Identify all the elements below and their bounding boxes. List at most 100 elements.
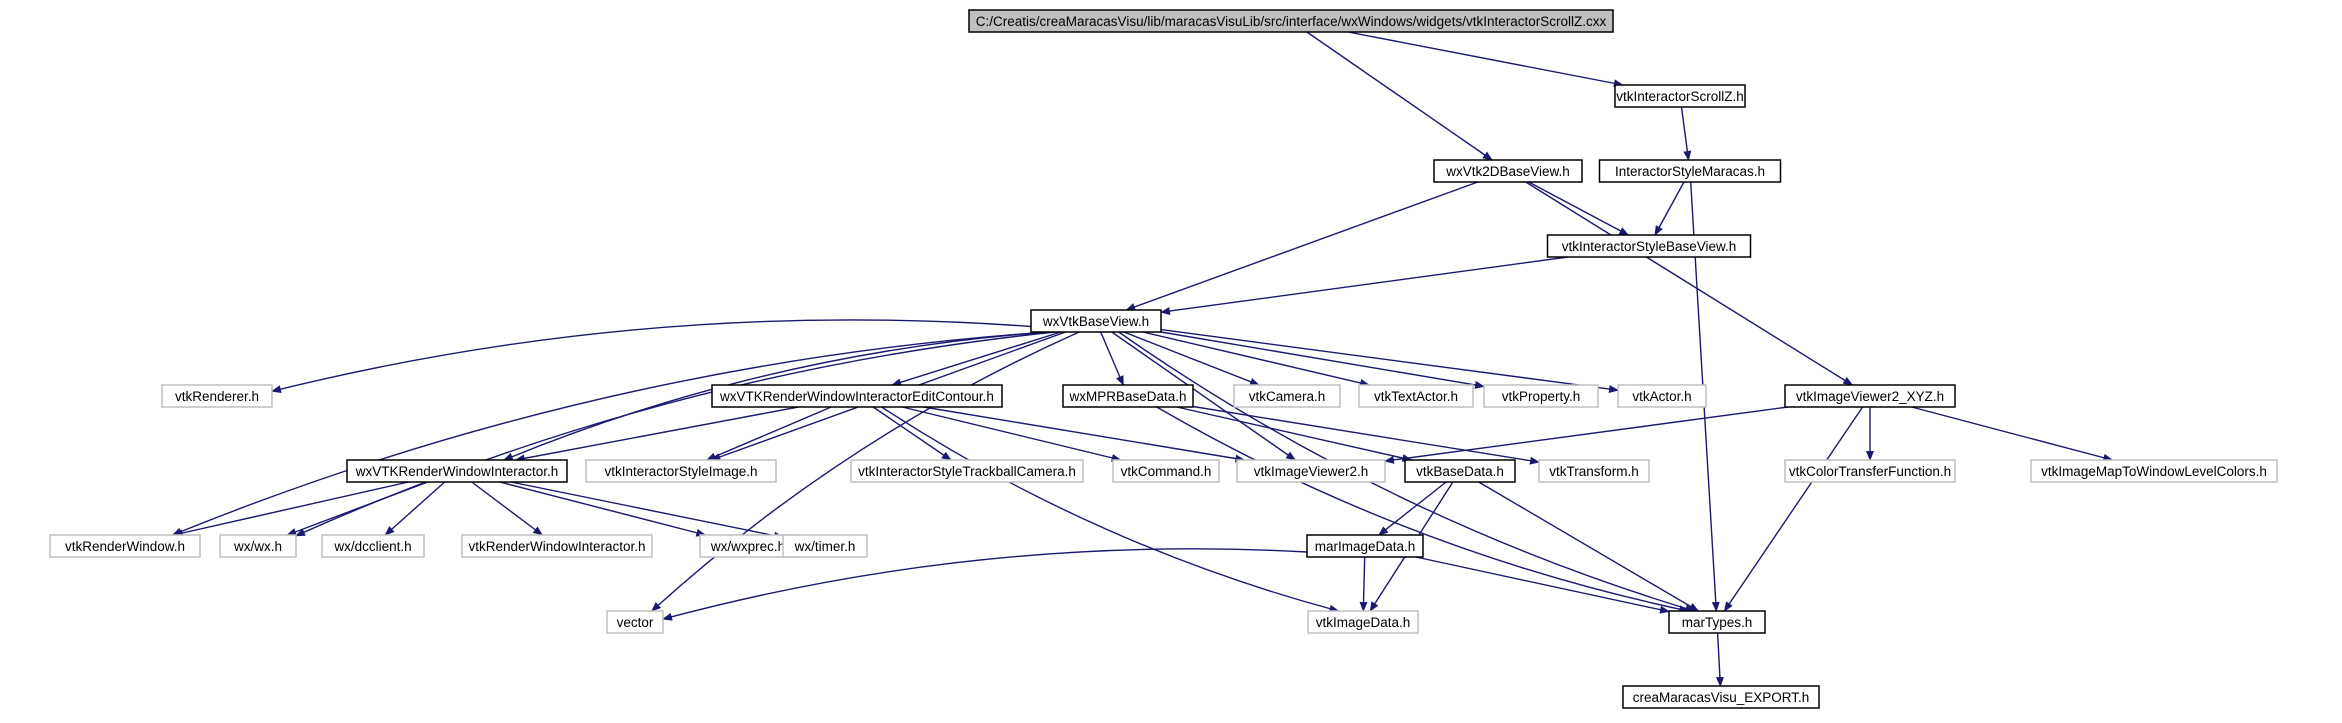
edge-mprbase-to-martypes: [1156, 406, 1690, 614]
node-label-wxvtk2d: wxVtk2DBaseView.h: [1445, 164, 1570, 179]
node-box-trackball: [850, 459, 1084, 483]
edge-root-to-wxvtk2d: [1306, 31, 1493, 161]
edge-isbase-to-wxvtkbase: [1160, 256, 1568, 315]
node-isimage[interactable]: vtkInteractorStyleImage.h: [585, 459, 777, 483]
node-box-isbase: [1546, 234, 1752, 258]
edge-rwinteractor-to-rwi: [471, 481, 544, 536]
edge-wxvtkbase-to-rwinteractor: [502, 331, 1050, 461]
node-rwi[interactable]: vtkRenderWindowInteractor.h: [461, 534, 653, 558]
node-export[interactable]: creaMaracasVisu_EXPORT.h: [1622, 685, 1820, 709]
node-box-mprbase: [1062, 384, 1194, 408]
node-label-wxprec: wx/wxprec.h: [710, 539, 785, 554]
node-label-command: vtkCommand.h: [1121, 464, 1212, 479]
edge-rwinteractor-to-wxprec: [499, 481, 707, 537]
node-scrollz[interactable]: vtkInteractorScrollZ.h: [1614, 84, 1746, 108]
node-rwinteractor[interactable]: wxVTKRenderWindowInteractor.h: [346, 459, 568, 483]
node-label-rwi: vtkRenderWindowInteractor.h: [468, 539, 645, 554]
node-basedata[interactable]: vtkBaseData.h: [1404, 459, 1516, 483]
node-wxvtk2d[interactable]: wxVtk2DBaseView.h: [1433, 159, 1583, 183]
node-command[interactable]: vtkCommand.h: [1112, 459, 1220, 483]
nodes-layer: C:/Creatis/creaMaracasVisu/lib/maracasVi…: [49, 9, 2278, 709]
node-box-wxvtk2d: [1433, 159, 1583, 183]
node-label-renderwindow: vtkRenderWindow.h: [65, 539, 185, 554]
node-label-actor: vtkActor.h: [1632, 389, 1691, 404]
node-label-isbase: vtkInteractorStyleBaseView.h: [1562, 239, 1737, 254]
node-box-command: [1112, 459, 1220, 483]
node-label-transform: vtkTransform.h: [1549, 464, 1639, 479]
node-label-colortf: vtkColorTransferFunction.h: [1789, 464, 1951, 479]
node-colortf[interactable]: vtkColorTransferFunction.h: [1784, 459, 1956, 483]
node-box-editcontour: [711, 384, 1003, 408]
edge-editcontour-to-viewer2: [923, 406, 1246, 463]
node-box-wxvtkbase: [1030, 309, 1162, 333]
node-box-property: [1483, 384, 1599, 408]
node-label-timer: wx/timer.h: [794, 539, 856, 554]
edge-wxvtkbase-to-vector: [651, 331, 1080, 612]
node-mprbase[interactable]: wxMPRBaseData.h: [1062, 384, 1194, 408]
node-label-trackball: vtkInteractorStyleTrackballCamera.h: [858, 464, 1076, 479]
node-box-isimage: [585, 459, 777, 483]
node-viewer2[interactable]: vtkImageViewer2.h: [1236, 459, 1386, 483]
node-box-renderwindow: [49, 534, 201, 558]
edge-wxvtk2d-to-isbase: [1528, 181, 1630, 236]
node-label-vector: vector: [617, 615, 654, 630]
edge-wxvtkbase-to-viewer2: [1111, 331, 1297, 461]
node-label-scrollz: vtkInteractorScrollZ.h: [1616, 89, 1744, 104]
node-isbase[interactable]: vtkInteractorStyleBaseView.h: [1546, 234, 1752, 258]
node-ismaracas[interactable]: InteractorStyleMaracas.h: [1598, 159, 1782, 183]
node-label-editcontour: wxVTKRenderWindowInteractorEditContour.h: [719, 389, 994, 404]
node-box-timer: [782, 534, 868, 558]
node-editcontour[interactable]: wxVTKRenderWindowInteractorEditContour.h: [711, 384, 1003, 408]
node-wxvtkbase[interactable]: wxVtkBaseView.h: [1030, 309, 1162, 333]
node-martypes[interactable]: marTypes.h: [1668, 610, 1766, 634]
edge-basedata-to-martypes: [1478, 481, 1700, 612]
node-camera[interactable]: vtkCamera.h: [1233, 384, 1341, 408]
edge-mprbase-to-basedata: [1176, 406, 1413, 462]
node-viewerxyz[interactable]: vtkImageViewer2_XYZ.h: [1784, 384, 1956, 408]
edge-editcontour-to-trackball: [872, 406, 952, 461]
node-dcclient[interactable]: wx/dcclient.h: [321, 534, 425, 558]
node-box-colortf: [1784, 459, 1956, 483]
node-marimagedata[interactable]: marImageData.h: [1306, 534, 1424, 558]
edge-editcontour-to-rwinteractor: [514, 406, 799, 463]
node-box-export: [1622, 685, 1820, 709]
node-transform[interactable]: vtkTransform.h: [1538, 459, 1650, 483]
edge-wxvtkbase-to-mprbase: [1100, 331, 1124, 386]
node-trackball[interactable]: vtkInteractorStyleTrackballCamera.h: [850, 459, 1084, 483]
node-box-viewer2: [1236, 459, 1386, 483]
node-wxprec[interactable]: wx/wxprec.h: [699, 534, 797, 558]
node-vector[interactable]: vector: [606, 610, 664, 634]
edge-rwinteractor-to-timer: [510, 481, 784, 540]
node-box-root: [968, 9, 1614, 33]
node-label-renderer: vtkRenderer.h: [175, 389, 259, 404]
node-label-wxwx: wx/wx.h: [233, 539, 282, 554]
node-renderwindow[interactable]: vtkRenderWindow.h: [49, 534, 201, 558]
node-property[interactable]: vtkProperty.h: [1483, 384, 1599, 408]
node-maptowl[interactable]: vtkImageMapToWindowLevelColors.h: [2030, 459, 2278, 483]
node-timer[interactable]: wx/timer.h: [782, 534, 868, 558]
node-renderer[interactable]: vtkRenderer.h: [161, 384, 273, 408]
node-label-camera: vtkCamera.h: [1249, 389, 1326, 404]
edge-viewerxyz-to-viewer2: [1384, 406, 1789, 464]
node-imagedata[interactable]: vtkImageData.h: [1307, 610, 1419, 634]
edge-rwinteractor-to-dcclient: [384, 481, 446, 536]
node-box-ismaracas: [1598, 159, 1782, 183]
node-label-viewer2: vtkImageViewer2.h: [1254, 464, 1369, 479]
node-box-camera: [1233, 384, 1341, 408]
edge-wxvtkbase-to-camera: [1123, 331, 1260, 386]
edge-wxvtkbase-to-editcontour: [891, 331, 1062, 387]
edge-root-to-scrollz: [1347, 31, 1624, 88]
edge-editcontour-to-imagedata: [881, 406, 1340, 613]
node-actor[interactable]: vtkActor.h: [1617, 384, 1707, 408]
node-box-basedata: [1404, 459, 1516, 483]
edge-scrollz-to-ismaracas: [1680, 106, 1692, 161]
edge-wxvtk2d-to-wxvtkbase: [1125, 181, 1479, 311]
edge-wxvtkbase-to-property: [1160, 331, 1485, 389]
node-textactor[interactable]: vtkTextActor.h: [1358, 384, 1474, 408]
node-label-dcclient: wx/dcclient.h: [333, 539, 411, 554]
node-wxwx[interactable]: wx/wx.h: [219, 534, 297, 558]
node-root[interactable]: C:/Creatis/creaMaracasVisu/lib/maracasVi…: [968, 9, 1614, 33]
node-box-imagedata: [1307, 610, 1419, 634]
node-label-basedata: vtkBaseData.h: [1416, 464, 1504, 479]
